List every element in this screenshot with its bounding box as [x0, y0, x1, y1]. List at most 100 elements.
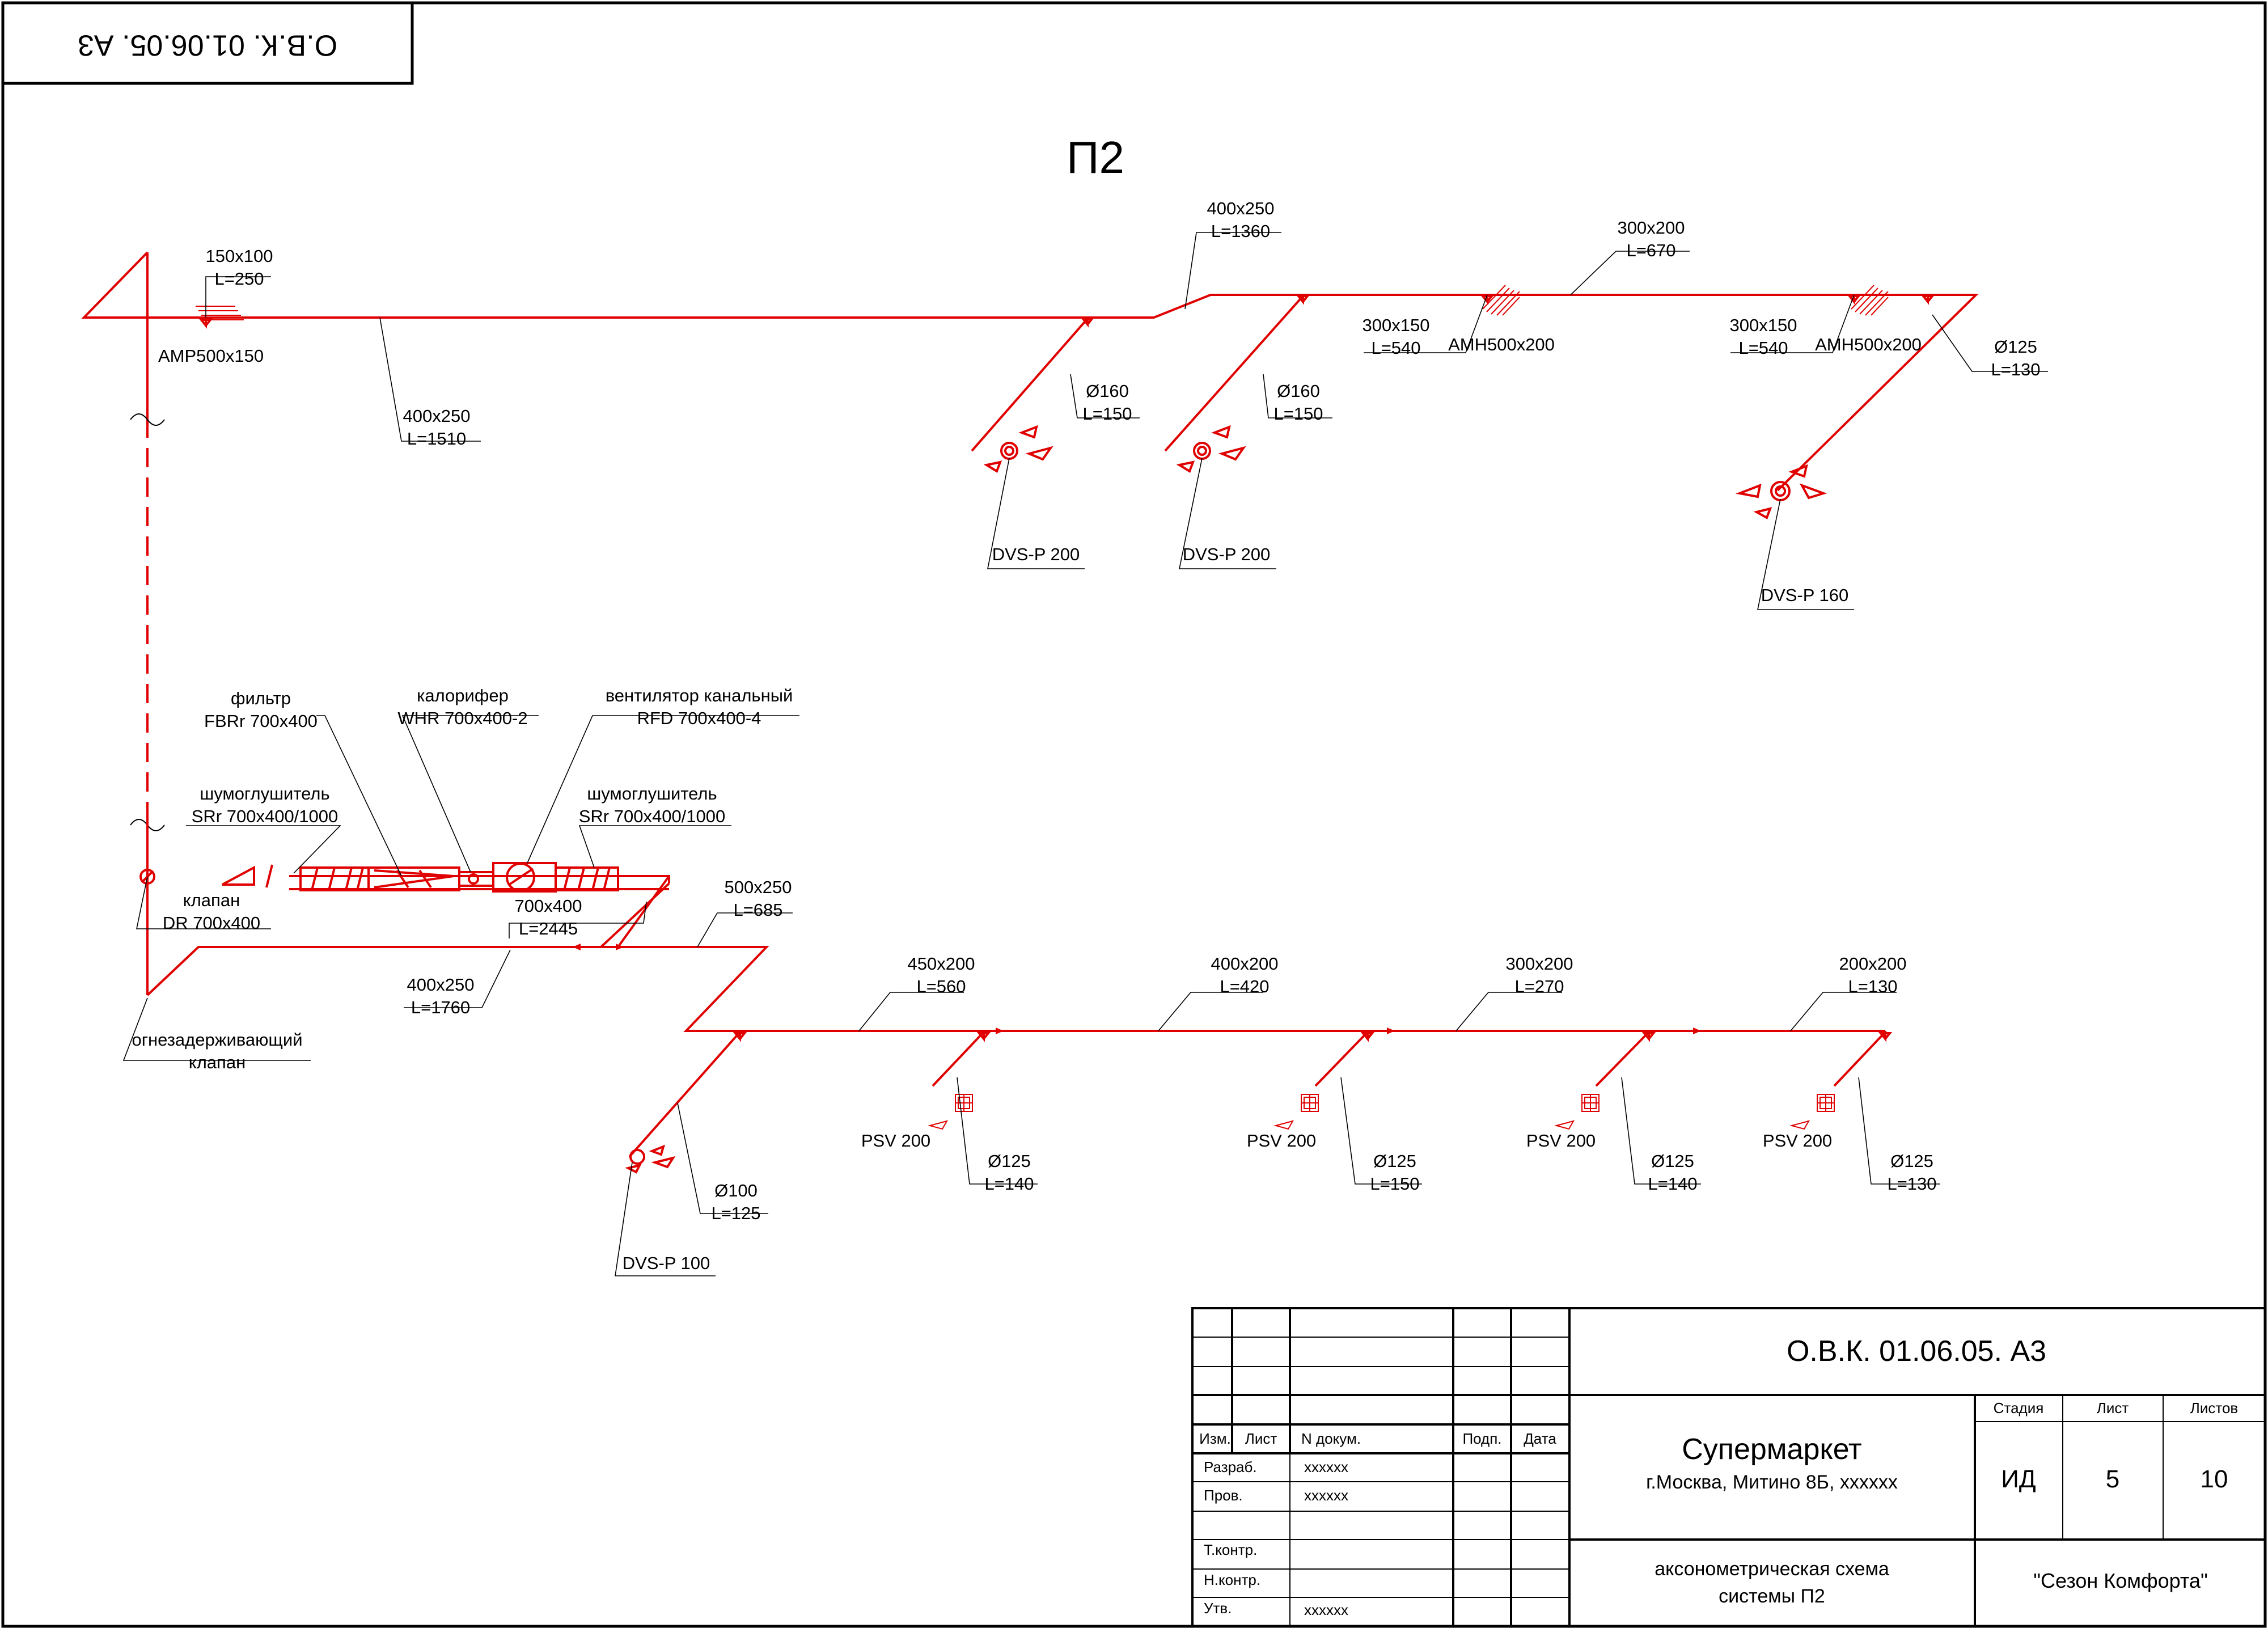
label-psv4-size: Ø125 [1890, 1151, 1933, 1171]
label-intake-length: L=250 [214, 269, 264, 289]
label-ductb-length: L=685 [733, 900, 782, 920]
row-utv: Утв. [1204, 1600, 1232, 1617]
label-dropdvs-length: L=125 [711, 1203, 760, 1223]
label-drop1-length: L=150 [1082, 404, 1132, 424]
sheets-header: Листов [2190, 1399, 2238, 1416]
label-end-length: L=670 [1626, 240, 1675, 260]
label-filter-model: FBRr 700x400 [204, 711, 318, 731]
upper-branch-ducts [81, 251, 1979, 519]
label-dropdvs-diffuser: DVS-P 100 [623, 1253, 710, 1273]
label-unit-size: 700x400 [515, 896, 582, 916]
sheet-header: Лист [2097, 1399, 2129, 1416]
label-end-size: 300x200 [1618, 218, 1685, 238]
label-silencer1-model: SRr 700x400/1000 [192, 806, 338, 826]
label-seg4-length: L=130 [1848, 976, 1897, 996]
label-diffuser3: DVS-P 160 [1761, 585, 1849, 605]
label-drop1-size: Ø160 [1086, 381, 1129, 401]
label-main-size: 400x250 [403, 406, 471, 426]
row-nkontr: Н.контр. [1204, 1571, 1260, 1588]
label-seg1-size: 450x200 [908, 954, 975, 974]
label-fan-model: RFD 700x400-4 [637, 708, 761, 728]
label-fan-name: вентилятор канальный [606, 686, 793, 705]
mirrored-stamp-box [1, 1, 414, 85]
sheet-title-line2: системы П2 [1719, 1585, 1825, 1607]
label-branch1-size: 300x150 [1363, 315, 1430, 335]
label-psv4-length: L=130 [1887, 1174, 1936, 1194]
prov-value: xxxxxx [1304, 1487, 1348, 1504]
label-psv3-size: Ø125 [1651, 1151, 1694, 1171]
sheet-value: 5 [2106, 1465, 2119, 1493]
label-heater-model: WHR 700x400-2 [397, 708, 527, 728]
col-podp: Подп. [1462, 1430, 1501, 1447]
label-psv4: PSV 200 [1763, 1131, 1832, 1151]
utv-value: xxxxxx [1304, 1601, 1348, 1618]
stage-header: Стадия [1994, 1399, 2044, 1416]
sheets-value: 10 [2201, 1465, 2228, 1493]
label-firedamper-line1: огнезадерживающий [132, 1030, 302, 1050]
label-main-length: L=1510 [407, 429, 466, 449]
label-ductb-size: 500x250 [725, 877, 792, 897]
razrab-value: xxxxxx [1304, 1458, 1348, 1475]
label-psv3-length: L=140 [1648, 1174, 1697, 1194]
system-title: П2 [1067, 132, 1124, 183]
row-razrab: Разраб. [1204, 1458, 1257, 1475]
col-data: Дата [1524, 1430, 1556, 1447]
project-name: Супермаркет [1682, 1433, 1861, 1466]
label-psv1-length: L=140 [984, 1174, 1034, 1194]
label-heater-name: калорифер [417, 686, 509, 705]
label-branch1-length: L=540 [1371, 338, 1420, 358]
label-silencer2-name: шумоглушитель [587, 784, 717, 804]
label-drop2-size: Ø160 [1277, 381, 1320, 401]
label-branch2-size: 300x150 [1730, 315, 1797, 335]
label-diffuser2: DVS-P 200 [1183, 544, 1271, 564]
label-ducta-length: L=1760 [411, 997, 470, 1017]
label-branch2-length: L=540 [1738, 338, 1788, 358]
label-seg3-length: L=270 [1514, 976, 1564, 996]
label-drop3-size: Ø125 [1994, 337, 2037, 357]
label-intake-grille: AMP500x150 [158, 346, 264, 366]
label-psv2-length: L=150 [1370, 1174, 1419, 1194]
row-tkontr: Т.контр. [1204, 1541, 1257, 1558]
leader-lines [122, 232, 2048, 1276]
label-diffuser1: DVS-P 200 [992, 544, 1080, 564]
label-psv1-size: Ø125 [988, 1151, 1031, 1171]
project-address: г.Москва, Митино 8Б, xxxxxx [1646, 1471, 1898, 1493]
label-seg1-length: L=560 [916, 976, 966, 996]
label-silencer1-name: шумоглушитель [200, 784, 329, 804]
label-branch1-grille: AMH500x200 [1448, 335, 1555, 354]
label-drop2-length: L=150 [1273, 404, 1323, 424]
label-mid-length: L=1360 [1211, 221, 1270, 241]
label-ducta-size: 400x250 [407, 975, 475, 995]
label-intake-size: 150x100 [206, 246, 273, 266]
label-damper-model: DR 700x400 [163, 913, 260, 933]
label-branch2-grille: AMH500x200 [1815, 335, 1922, 354]
label-dropdvs-size: Ø100 [714, 1181, 758, 1200]
label-seg4-size: 200x200 [1839, 954, 1907, 974]
col-list: Лист [1245, 1430, 1277, 1447]
label-drop3-length: L=130 [1991, 360, 2040, 379]
col-ndoc: N докум. [1301, 1430, 1361, 1447]
break-symbol-upper [130, 413, 165, 426]
label-unit-length: L=2445 [519, 919, 578, 938]
label-seg3-size: 300x200 [1506, 954, 1573, 974]
mirrored-stamp-text: О.В.К. 01.06.05. А3 [78, 28, 337, 61]
mirrored-stamp: О.В.К. 01.06.05. А3 [78, 28, 337, 61]
label-damper-name: клапан [183, 890, 240, 910]
label-seg2-length: L=420 [1220, 976, 1269, 996]
title-block: О.В.К. 01.06.05. А3 Изм. Лист N докум. П… [1191, 1307, 2266, 1627]
row-prov: Пров. [1204, 1487, 1243, 1504]
label-psv2-size: Ø125 [1373, 1151, 1416, 1171]
label-firedamper-line2: клапан [189, 1052, 246, 1072]
label-silencer2-model: SRr 700x400/1000 [579, 806, 726, 826]
lower-branch-ducts [146, 875, 1893, 1174]
label-filter-name: фильтр [231, 688, 291, 708]
company-name: "Сезон Комфорта" [2033, 1569, 2208, 1592]
label-psv2: PSV 200 [1247, 1131, 1316, 1151]
label-psv3: PSV 200 [1526, 1131, 1596, 1151]
title-block-code: О.В.К. 01.06.05. А3 [1787, 1335, 2046, 1368]
label-seg2-size: 400x200 [1211, 954, 1279, 974]
annotation-labels: 150x100 L=250 AMP500x150 400x250 L=1510 … [132, 198, 2040, 1273]
stage-value: ИД [2001, 1465, 2036, 1493]
